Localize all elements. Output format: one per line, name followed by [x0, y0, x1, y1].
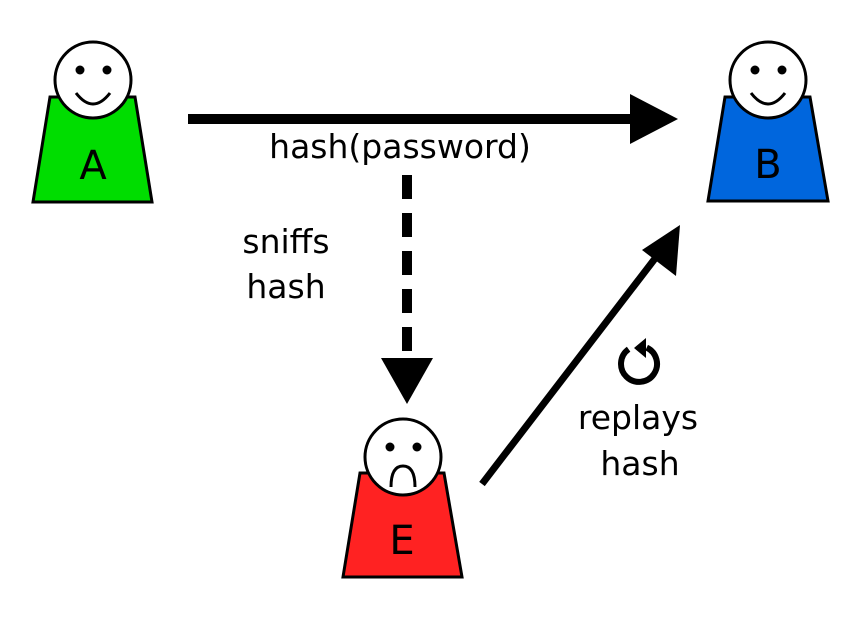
actor-e-frown: [389, 464, 417, 488]
actor-b-right-eye: [777, 65, 787, 75]
actor-b-letter: B: [754, 142, 781, 188]
actor-b-smile: [749, 92, 787, 106]
arrow-replay: [479, 225, 680, 487]
arrow-a-to-b: [188, 94, 678, 144]
actor-e: E: [341, 417, 464, 579]
actor-a-right-eye: [102, 65, 112, 75]
actor-a-head: [53, 40, 133, 120]
actor-a: A: [31, 40, 154, 204]
actor-a-letter: A: [79, 143, 107, 189]
replay-label-line2: hash: [600, 444, 679, 483]
actor-e-head: [363, 417, 443, 497]
actor-e-face: [363, 417, 443, 497]
sniff-label-line1: sniffs: [242, 222, 329, 261]
sniff-label-line2: hash: [246, 267, 325, 306]
actor-e-letter: E: [389, 518, 414, 564]
actor-b-left-eye: [750, 65, 760, 75]
rotate-arrow-icon: [618, 338, 661, 385]
actor-e-left-eye: [385, 442, 395, 452]
actor-b: B: [706, 40, 830, 203]
arrow-sniff-head: [381, 358, 433, 404]
actor-a-left-eye: [75, 65, 85, 75]
actor-e-right-eye: [412, 442, 422, 452]
arrow-sniff: [381, 175, 433, 404]
actor-a-smile: [74, 92, 112, 106]
arrow-a-to-b-head: [630, 94, 678, 144]
actor-b-head: [728, 40, 808, 120]
send-label: hash(password): [269, 127, 531, 166]
actor-a-face: [53, 40, 133, 120]
arrow-replay-shaft: [479, 249, 663, 487]
replay-label-line1: replays: [578, 398, 698, 437]
actor-b-face: [728, 40, 808, 120]
arrow-replay-head: [642, 225, 680, 276]
